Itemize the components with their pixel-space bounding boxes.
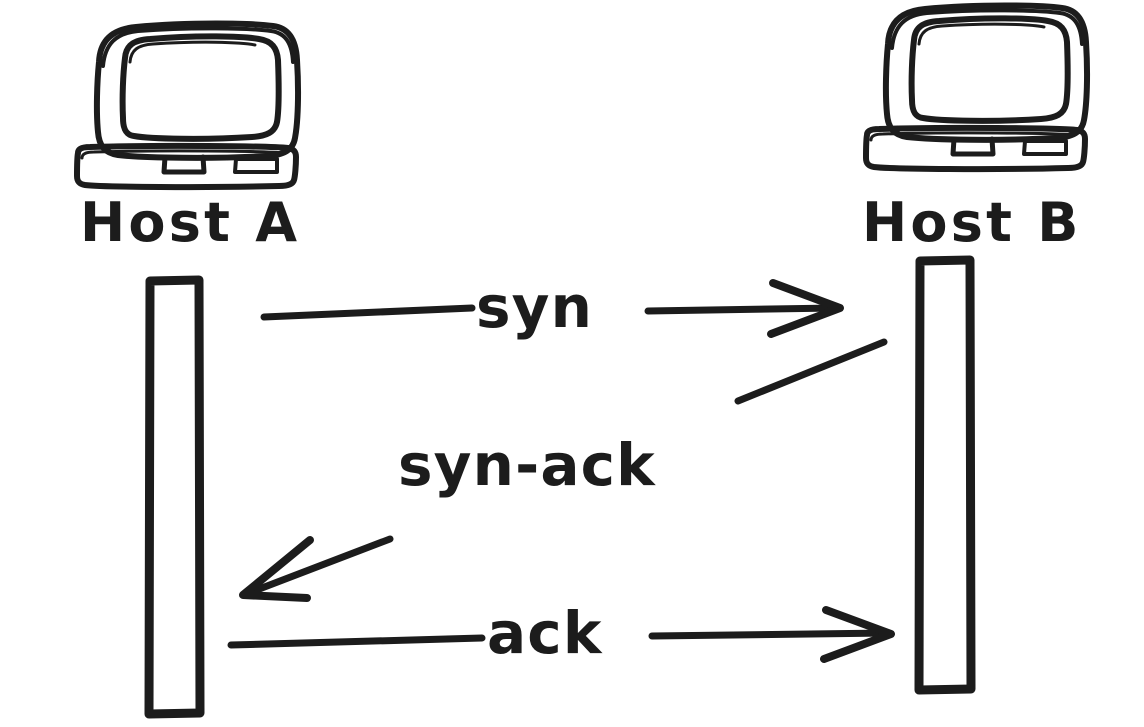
ack-message-label: ack	[487, 599, 603, 667]
host-a-computer-icon	[74, 20, 302, 191]
syn-ack-arrowhead	[239, 536, 314, 602]
ack-arrow	[227, 606, 895, 663]
syn-ack-arrow	[239, 338, 888, 602]
host-b-lifeline-bar	[914, 255, 976, 695]
syn-message-label: syn	[476, 273, 594, 341]
host-b-label: Host B	[862, 191, 1082, 254]
syn-arrow	[260, 279, 844, 338]
host-a-label: Host A	[80, 191, 301, 254]
ack-arrowhead	[820, 606, 895, 663]
syn-ack-message-label: syn-ack	[398, 431, 656, 499]
syn-arrowhead	[767, 279, 844, 338]
host-a-lifeline-bar	[144, 275, 205, 719]
host-b-computer-icon	[863, 2, 1091, 173]
